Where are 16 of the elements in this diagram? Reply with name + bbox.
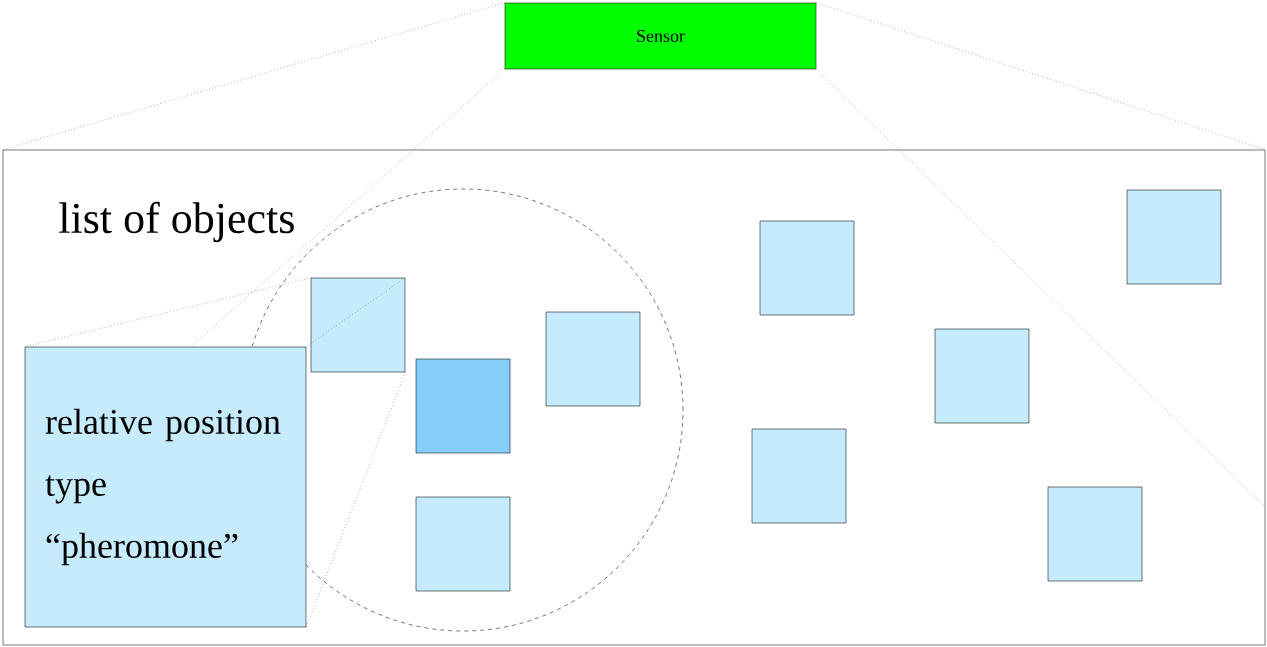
projection-line <box>306 372 406 628</box>
object-square <box>415 496 511 592</box>
sensor-box: Sensor <box>504 2 817 70</box>
object-square <box>1126 189 1222 285</box>
object-square <box>759 220 855 316</box>
object-square <box>934 328 1030 424</box>
group-label: list of objects <box>59 201 294 243</box>
object-square <box>415 358 511 454</box>
object-square <box>545 311 641 407</box>
field-frame <box>2 149 1266 646</box>
object-square <box>751 428 847 524</box>
projection-line <box>190 69 505 347</box>
object-square <box>1047 486 1143 582</box>
projection-line <box>2 2 505 150</box>
object-square <box>310 277 406 373</box>
info-box: relative position type “pheromone” <box>24 346 307 628</box>
